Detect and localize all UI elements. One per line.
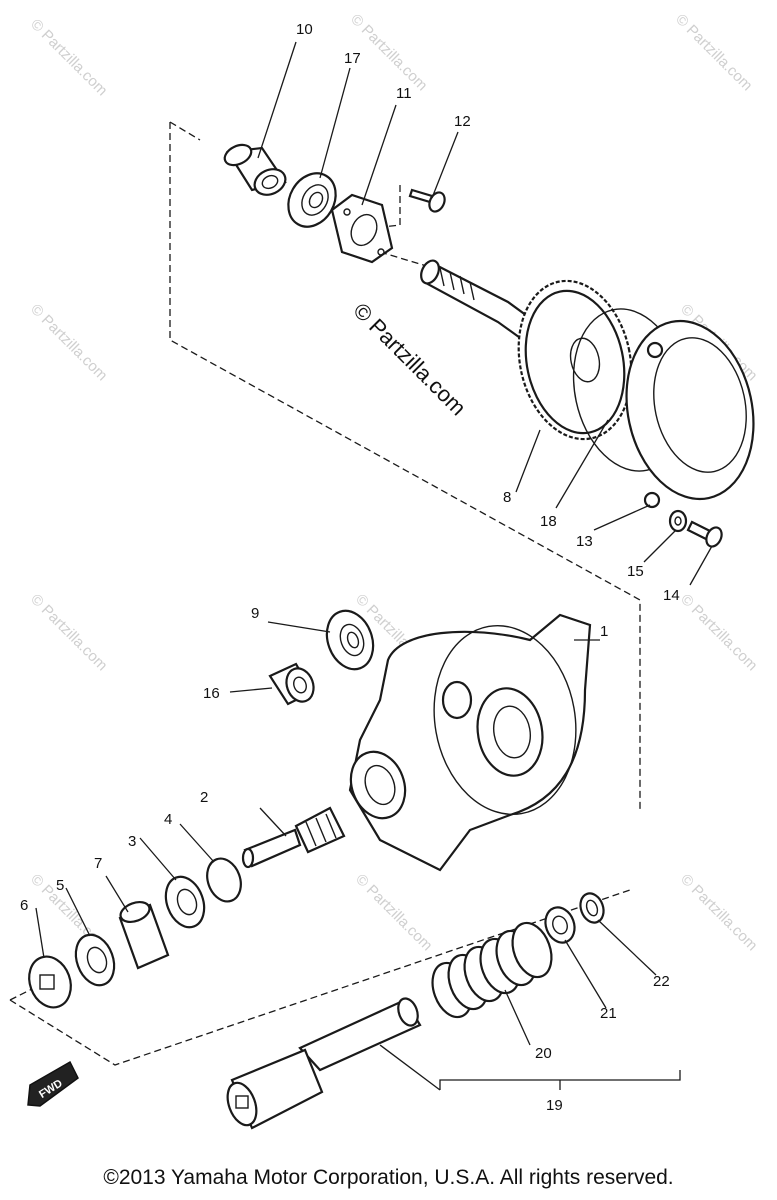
fwd-direction-badge: FWD	[27, 1060, 79, 1107]
bearing-part	[287, 172, 337, 228]
callout-4: 4	[164, 811, 172, 828]
washer-part	[668, 509, 688, 533]
lower-assembly: FWD	[27, 609, 605, 1130]
callout-21: 21	[600, 1005, 617, 1022]
callout-numbers: 1 2 3 4 5 6 7 8 9 10 11 12 13 14 15 16 1…	[20, 21, 680, 1114]
coil-spring-part	[431, 921, 553, 1019]
collar-part	[268, 662, 315, 706]
callout-10: 10	[296, 21, 313, 38]
sleeve-collar-part	[223, 143, 287, 196]
leader-lines	[35, 41, 713, 1091]
callout-11: 11	[396, 85, 412, 102]
callout-5: 5	[56, 877, 64, 894]
callout-2: 2	[200, 789, 208, 806]
retainer-plate-part	[330, 193, 394, 264]
washer-part	[544, 906, 576, 944]
callout-1: 1	[600, 623, 608, 640]
callout-13: 13	[576, 533, 593, 550]
bolt-part	[686, 520, 723, 548]
sleeve-part	[118, 901, 170, 970]
callout-12: 12	[454, 113, 471, 130]
callout-6: 6	[20, 897, 28, 914]
callout-7: 7	[94, 855, 102, 872]
callout-19: 19	[546, 1097, 563, 1114]
watermark: © Partzilla.com	[352, 871, 435, 954]
callout-9: 9	[251, 605, 259, 622]
cam-shaft-part	[226, 997, 422, 1130]
washer-part	[579, 892, 605, 924]
nut-part	[28, 955, 72, 1009]
callout-3: 3	[128, 833, 136, 850]
callout-18: 18	[540, 513, 557, 530]
watermark-main: © Partzilla.com	[348, 298, 471, 421]
pinion-shaft-part	[241, 806, 346, 869]
watermark: © Partzilla.com	[27, 591, 110, 674]
callout-20: 20	[535, 1045, 552, 1062]
watermark: © Partzilla.com	[677, 591, 760, 674]
bearing-part	[325, 609, 375, 671]
callout-16: 16	[203, 685, 220, 702]
bearing-part	[74, 933, 116, 987]
copyright-notice: ©2013 Yamaha Motor Corporation, U.S.A. A…	[103, 1166, 674, 1189]
screw-part	[408, 188, 446, 213]
watermark: © Partzilla.com	[27, 301, 110, 384]
callout-22: 22	[653, 973, 670, 990]
callout-14: 14	[663, 587, 680, 604]
watermark: © Partzilla.com	[672, 11, 755, 94]
callout-8: 8	[503, 489, 511, 506]
callout-17: 17	[344, 50, 361, 67]
callout-15: 15	[627, 563, 644, 580]
watermark: © Partzilla.com	[27, 16, 110, 99]
upper-assembly	[223, 143, 755, 548]
watermark: © Partzilla.com	[677, 871, 760, 954]
gear-cover-part	[625, 319, 755, 509]
bearing-part	[164, 875, 206, 929]
ring-part	[206, 857, 242, 903]
gear-housing-part	[348, 613, 592, 872]
